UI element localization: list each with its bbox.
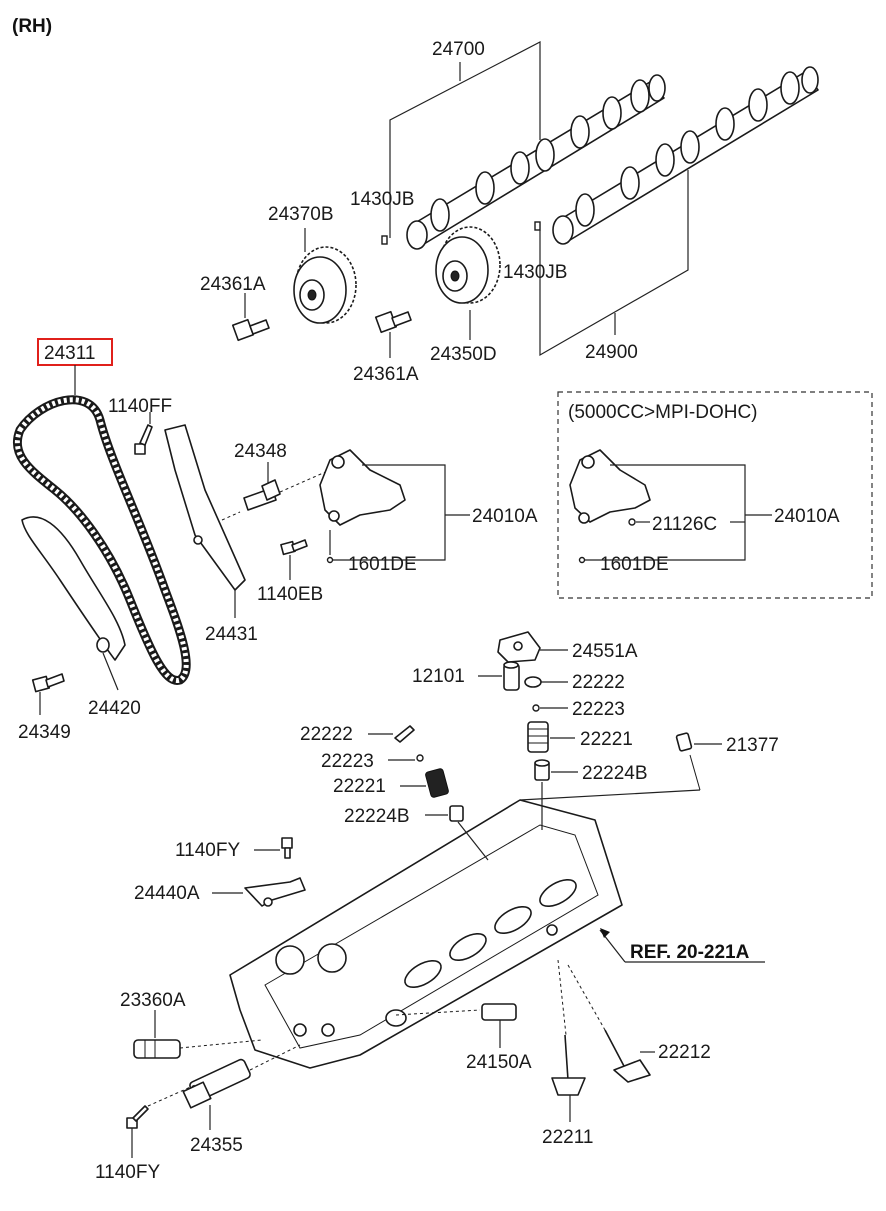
valve-stem-seal-22224b-left[interactable] [449, 805, 464, 822]
label-24361a-right: 24361A [353, 364, 419, 385]
label-22223-right: 22223 [572, 699, 625, 720]
label-24348: 24348 [234, 441, 287, 462]
dowel-pin-lower[interactable] [534, 221, 541, 231]
label-1601de-inset: 1601DE [600, 554, 669, 575]
bolt-1140fy-top[interactable] [281, 837, 293, 859]
label-24431: 24431 [205, 624, 258, 645]
label-24010a-left: 24010A [472, 506, 538, 527]
cvvt-sprocket-24370b[interactable] [293, 246, 357, 324]
sensor-23360a[interactable] [133, 1039, 181, 1059]
label-24420: 24420 [88, 698, 141, 719]
label-24361a-left: 24361A [200, 274, 266, 295]
label-22211: 22211 [542, 1127, 593, 1148]
label-22212: 22212 [658, 1042, 711, 1063]
oil-control-valve-24355[interactable] [182, 1058, 251, 1109]
label-1140eb: 1140EB [257, 584, 323, 605]
label-1140fy-top: 1140FY [175, 840, 240, 861]
label-22224b-right: 22224B [582, 763, 648, 784]
roller-rocker-arm-24551a[interactable] [497, 631, 541, 663]
camshaft-upper[interactable] [406, 74, 666, 250]
valve-retainer-22223-left[interactable] [416, 754, 424, 762]
label-22222-right: 22222 [572, 672, 625, 693]
inset-title: (5000CC>MPI-DOHC) [568, 402, 758, 423]
label-1430jb-upper: 1430JB [350, 189, 414, 210]
cylinder-head[interactable] [229, 799, 623, 1069]
plug-21377[interactable] [675, 732, 693, 752]
label-24370b: 24370B [268, 204, 334, 225]
bolt-1140fy-bottom[interactable] [126, 1105, 149, 1129]
label-24900: 24900 [585, 342, 638, 363]
tensioner-arm-24431[interactable] [164, 424, 246, 591]
label-24700: 24700 [432, 39, 485, 60]
label-24349: 24349 [18, 722, 71, 743]
label-23360a: 23360A [120, 990, 186, 1011]
label-24150a: 24150A [466, 1052, 532, 1073]
label-22221-left: 22221 [333, 776, 386, 797]
dowel-pin-upper[interactable] [381, 235, 388, 245]
label-22222-left: 22222 [300, 724, 353, 745]
valve-cotter-22222-left[interactable] [394, 725, 415, 743]
valve-stem-seal-22224b-right[interactable] [534, 759, 550, 781]
label-24010a-inset: 24010A [774, 506, 840, 527]
valve-spring-22221-left[interactable] [425, 768, 449, 798]
tensioner-bracket-24010a-inset[interactable] [569, 449, 651, 524]
label-1430jb-lower: 1430JB [503, 262, 567, 283]
label-24311[interactable]: 24311 [44, 343, 95, 364]
inset-frame [557, 391, 873, 599]
valve-cotter-22222-right[interactable] [524, 676, 542, 688]
lash-adjuster-12101[interactable] [503, 661, 520, 691]
label-21377: 21377 [726, 735, 779, 756]
label-1140fy-bottom: 1140FY [95, 1162, 160, 1183]
plug-24150a[interactable] [481, 1003, 517, 1021]
bolt-24361a-right[interactable] [374, 310, 412, 334]
valve-spring-22221-right[interactable] [527, 721, 549, 753]
label-1140ff: 1140FF [108, 396, 172, 417]
label-21126c: 21126C [652, 514, 717, 535]
label-24551a: 24551A [572, 641, 638, 662]
valve-22212[interactable] [604, 1029, 651, 1083]
cvvt-sprocket-24350d[interactable] [435, 226, 501, 304]
tensioner-24348[interactable] [243, 479, 281, 511]
label-12101: 12101 [412, 666, 465, 687]
label-24440a: 24440A [134, 883, 200, 904]
chain-guide-24420[interactable] [21, 516, 126, 661]
label-1601de-left: 1601DE [348, 554, 417, 575]
valve-retainer-22223-right[interactable] [532, 704, 540, 712]
label-24350d: 24350D [430, 344, 497, 365]
bolt-24349[interactable] [31, 673, 65, 693]
valve-22211[interactable] [551, 1034, 586, 1096]
bolt-24361a-left[interactable] [231, 318, 270, 342]
label-22224b-left: 22224B [344, 806, 410, 827]
camshaft-lower[interactable] [552, 66, 819, 245]
bolt-1140eb[interactable] [280, 539, 308, 556]
timing-chain[interactable] [12, 395, 191, 685]
bracket-24440a[interactable] [244, 877, 306, 907]
tensioner-bracket-24010a-left[interactable] [319, 449, 406, 526]
bolt-1140ff[interactable] [134, 424, 153, 455]
label-24355: 24355 [190, 1135, 243, 1156]
label-22223-left: 22223 [321, 751, 374, 772]
label-22221-right: 22221 [580, 729, 633, 750]
reference-label: REF. 20-221A [630, 942, 750, 963]
variant-label: (RH) [12, 16, 52, 37]
